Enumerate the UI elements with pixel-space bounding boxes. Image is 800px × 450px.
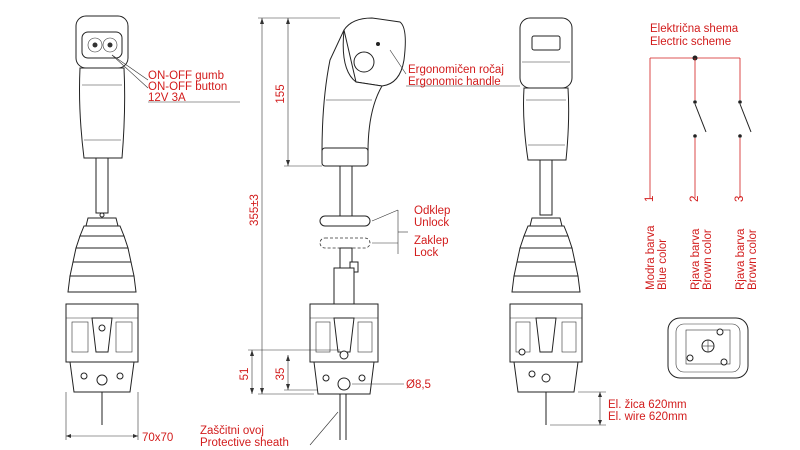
button-label-en: ON-OFF button xyxy=(148,81,227,93)
unlock-label-en: Unlock xyxy=(414,217,449,229)
base-height-dim: 51 xyxy=(239,368,251,381)
sheath-label-sl: Zaščitni ovoj xyxy=(200,425,264,437)
lock-label-en: Lock xyxy=(414,247,439,259)
wire-3-num: 3 xyxy=(734,196,746,202)
lock-label-sl: Zaklep xyxy=(414,235,449,247)
handle-height-dim: 155 xyxy=(275,84,287,103)
wire-label-sl: El. žica 620mm xyxy=(608,399,687,411)
handle-label-sl: Ergonomičen ročaj xyxy=(408,64,504,76)
schematic-title-sl: Električna shema xyxy=(650,23,739,35)
total-height-dim: 355±3 xyxy=(249,194,261,226)
sheath-label-en: Protective sheath xyxy=(200,437,289,449)
unlock-label-sl: Odklep xyxy=(414,205,450,217)
connector-pinout xyxy=(667,317,749,379)
rating-label: 12V 3A xyxy=(148,92,186,104)
wire-2-num: 2 xyxy=(689,196,701,202)
labels: ON-OFF gumb ON-OFF button 12V 3A Ergonom… xyxy=(148,23,759,449)
button-label-sl: ON-OFF gumb xyxy=(148,70,224,82)
base-size-label: 70x70 xyxy=(142,432,173,444)
handle-label-en: Ergonomic handle xyxy=(408,76,501,88)
mount-height-dim: 35 xyxy=(275,368,287,381)
rear-view xyxy=(509,17,606,426)
wire-3-en: Brown color xyxy=(747,229,759,290)
wire-3-sl: Rjava barva xyxy=(735,228,747,290)
front-view: 70x70 xyxy=(65,15,240,444)
wire-1-num: 1 xyxy=(644,196,656,202)
wire-1-sl: Modra barva xyxy=(645,225,657,290)
schematic-title-en: Electric scheme xyxy=(650,36,731,48)
wire-2-sl: Rjava barva xyxy=(690,228,702,290)
diameter-label: Ø8,5 xyxy=(406,379,431,391)
wire-1-en: Blue color xyxy=(657,239,669,290)
wire-label-en: El. wire 620mm xyxy=(608,411,687,423)
side-view: 355±3 155 51 35 xyxy=(239,17,520,446)
wire-2-en: Brown color xyxy=(702,229,714,290)
electric-schematic xyxy=(649,55,752,379)
